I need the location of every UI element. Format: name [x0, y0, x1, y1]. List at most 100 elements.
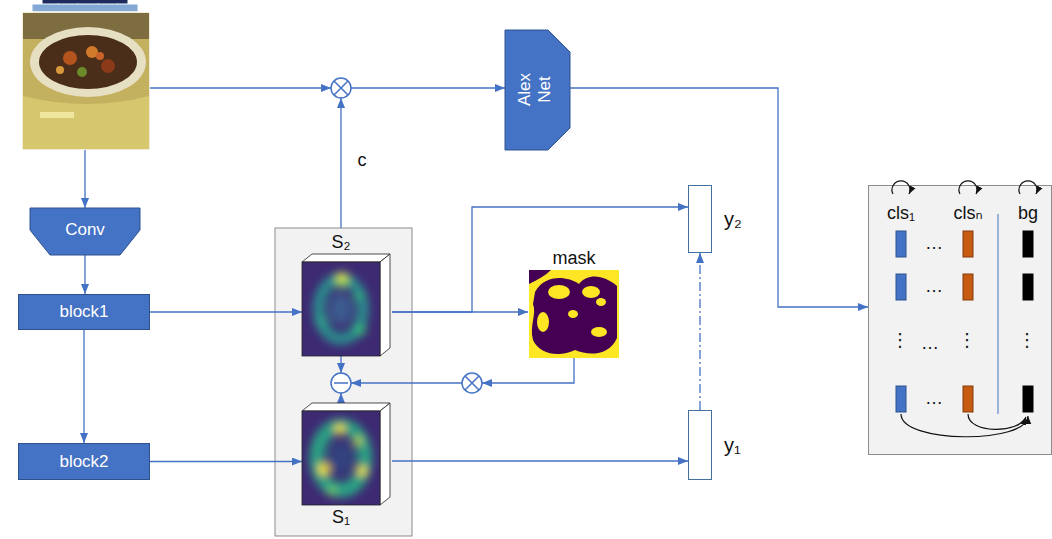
class-panel-label: cls₁ — [887, 203, 915, 224]
mask-picture — [596, 298, 606, 306]
input-image-stack — [77, 67, 87, 77]
vector-bar — [688, 410, 712, 480]
input-image-stack — [22, 0, 150, 150]
heatmap-image — [302, 262, 380, 356]
process-box-label: block1 — [59, 302, 108, 322]
heatmap-image — [380, 254, 390, 356]
subtract-symbol — [331, 373, 351, 393]
class-panel-label: bg — [1018, 203, 1038, 224]
connector-arrow — [150, 461, 302, 462]
heatmap-image — [338, 274, 346, 282]
mask-picture — [529, 270, 619, 358]
heatmap-image — [380, 403, 390, 505]
heatmap-image — [302, 254, 390, 262]
process-box: block2 — [18, 443, 150, 480]
saliency-map: S₁ — [302, 403, 392, 530]
process-box: block1 — [18, 294, 150, 330]
input-image-stack — [40, 112, 74, 118]
vector-bar — [689, 186, 712, 253]
transfer-arrow — [968, 414, 1026, 429]
input-image-stack — [23, 96, 149, 149]
process-box-label: block2 — [59, 452, 108, 472]
ellipsis: … — [921, 333, 939, 354]
ellipsis: ⋮ — [1018, 329, 1036, 351]
connectors — [84, 88, 868, 462]
feature-bar — [963, 386, 973, 412]
feature-bar — [963, 274, 973, 300]
multiply-symbol — [334, 81, 348, 95]
wire — [340, 393, 341, 403]
heatmap-image — [302, 411, 380, 505]
input-image-stack — [101, 59, 115, 73]
connector-arrow — [83, 330, 84, 443]
heatmap-image — [354, 324, 366, 336]
connector-arrow — [699, 253, 700, 410]
saliency-map: S₂ — [302, 232, 392, 356]
subtract-symbol — [334, 382, 348, 384]
input-image-stack — [56, 66, 64, 74]
mask-image: mask — [528, 248, 620, 358]
heatmap-image — [318, 463, 330, 475]
network-block-outline — [505, 30, 570, 150]
feature-bar — [896, 386, 906, 412]
ellipsis: … — [925, 233, 943, 254]
connector-arrow — [84, 255, 85, 294]
feature-bar — [963, 231, 973, 257]
wire — [351, 87, 505, 88]
conv-block: Conv — [30, 208, 140, 255]
heatmap-image — [357, 466, 367, 476]
heatmap-image — [327, 486, 337, 496]
multiply-symbol — [462, 373, 482, 393]
saliency-map-label: S₁ — [302, 507, 380, 528]
heatmap-image — [334, 272, 350, 288]
ellipsis: ⋮ — [958, 329, 976, 351]
multiply-symbol — [331, 78, 351, 98]
input-image-stack — [22, 12, 150, 150]
heatmap-image — [354, 437, 362, 445]
heatmap-image — [317, 424, 367, 496]
wire — [340, 98, 341, 228]
class-panel-label: clsₙ — [953, 202, 982, 224]
ellipsis: ⋮ — [891, 329, 909, 351]
feature-bar — [1023, 386, 1033, 412]
saliency-map-label: S₂ — [302, 232, 380, 253]
heatmap-image — [329, 293, 353, 325]
ellipsis: … — [925, 276, 943, 297]
signal-name: c — [358, 150, 367, 171]
wire — [85, 88, 505, 208]
output-vector: y₁ — [688, 410, 748, 480]
conv-block-label: Conv — [65, 220, 105, 240]
vector-bar — [688, 185, 712, 253]
multiply-symbol — [465, 376, 479, 390]
heatmap-image — [302, 403, 390, 411]
wire — [84, 150, 85, 208]
map-panel — [275, 228, 412, 536]
heatmap-image — [335, 424, 345, 434]
self-loop-arrow — [892, 181, 910, 194]
network-block-label: Alex Net — [515, 73, 554, 106]
heatmap-image — [317, 426, 365, 490]
wire — [482, 358, 574, 383]
multiply-symbol — [331, 78, 351, 98]
class-panel: cls₁ clsₙ bg — [868, 185, 1052, 455]
heatmap-image — [302, 411, 380, 505]
vector-bar — [689, 411, 712, 480]
input-image-stack — [39, 35, 137, 89]
heatmap-image — [302, 262, 380, 356]
connector-arrow — [392, 460, 688, 461]
divider-line — [998, 214, 999, 414]
wire — [150, 87, 331, 88]
heatmap-image — [302, 411, 380, 505]
mask-picture — [537, 312, 549, 332]
wire — [351, 382, 462, 383]
class-panel-drawing — [869, 186, 1052, 456]
output-vector-label: y₁ — [724, 434, 741, 457]
conv-block-outline — [30, 208, 140, 255]
mask-image-label: mask — [528, 248, 620, 269]
mask-picture — [529, 270, 619, 358]
mask-picture — [591, 327, 607, 337]
transfer-arrow — [901, 414, 1028, 437]
feature-bar — [1023, 231, 1033, 257]
